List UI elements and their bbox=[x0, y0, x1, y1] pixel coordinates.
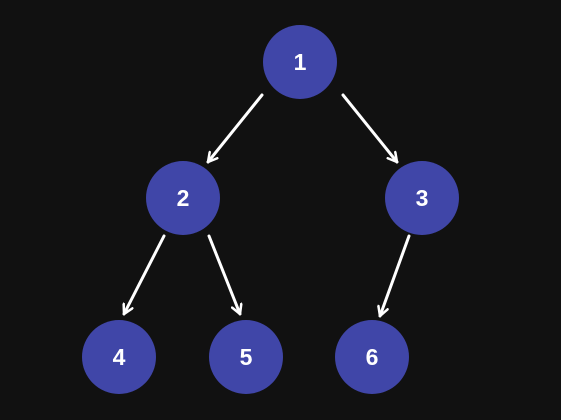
node-label-1: 1 bbox=[293, 48, 307, 75]
edge-1-2 bbox=[206, 93, 264, 164]
tree-node-5: 5 bbox=[209, 320, 283, 394]
edge-1-3 bbox=[341, 93, 399, 164]
edge-2-4 bbox=[124, 234, 166, 316]
tree-node-4: 4 bbox=[82, 320, 156, 394]
node-label-5: 5 bbox=[239, 343, 253, 370]
node-label-6: 6 bbox=[365, 343, 379, 370]
tree-node-1: 1 bbox=[263, 25, 337, 99]
tree-node-6: 6 bbox=[335, 320, 409, 394]
node-label-2: 2 bbox=[176, 184, 190, 211]
node-label-3: 3 bbox=[415, 184, 429, 211]
edge-3-6 bbox=[380, 234, 411, 318]
node-label-4: 4 bbox=[112, 343, 126, 370]
tree-node-2: 2 bbox=[146, 161, 220, 235]
tree-node-3: 3 bbox=[385, 161, 459, 235]
edge-2-5 bbox=[207, 234, 240, 316]
